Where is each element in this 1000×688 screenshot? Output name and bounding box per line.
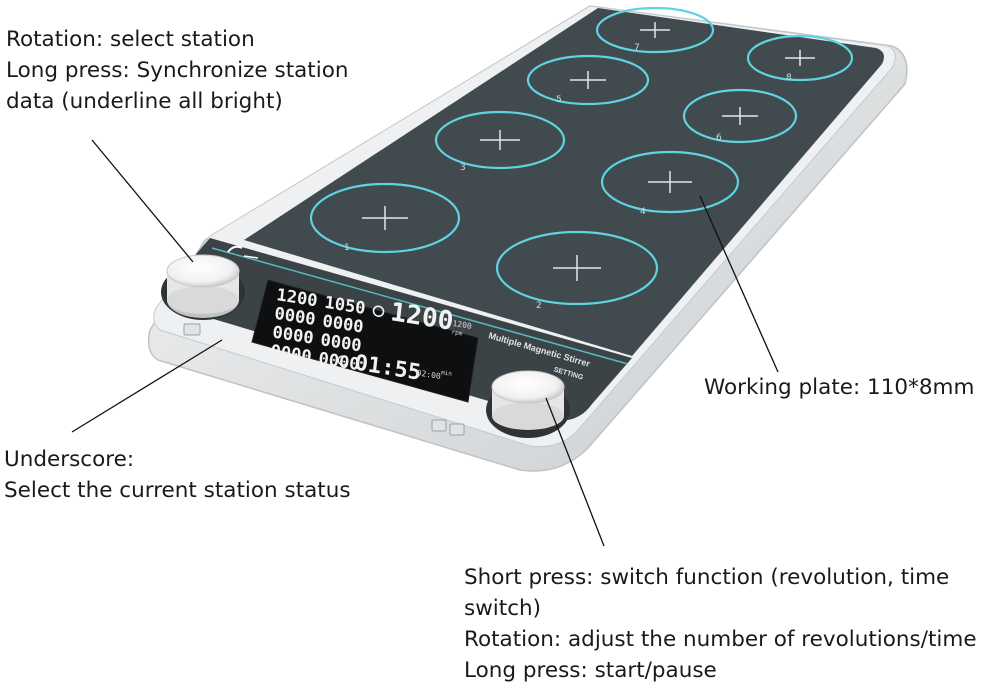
annotation-line: Select the current station status: [4, 478, 351, 503]
leader-line-short-press: [545, 397, 605, 547]
station-6: [682, 88, 798, 144]
brand-logo: [227, 245, 259, 259]
leader-lines: [71, 139, 779, 547]
station-7: [595, 6, 715, 54]
station-1: [309, 182, 461, 254]
annotation-line: Long press: Synchronize station: [6, 58, 349, 83]
station-5: [526, 54, 650, 106]
annotation-line: switch): [464, 596, 542, 621]
station-number-1: 1: [344, 243, 350, 253]
leader-line-working-plate: [699, 195, 779, 373]
lcd-speed-unit: rpm: [451, 329, 463, 338]
rotation-icon: [372, 305, 385, 318]
station-number-3: 3: [460, 163, 466, 173]
station-number-6: 6: [716, 133, 722, 143]
left-knob[interactable]: [161, 254, 245, 320]
station-number-8: 8: [786, 73, 792, 83]
annotation-line: Rotation: adjust the number of revolutio…: [464, 627, 977, 652]
panel-button-set[interactable]: [449, 423, 465, 436]
station-rings: [309, 6, 854, 306]
annotation-working-plate: Working plate: 110*8mm: [704, 372, 974, 403]
station-4: [600, 150, 740, 214]
station-number-4: 4: [640, 207, 646, 217]
annotation-line: Underscore:: [4, 447, 135, 472]
annotation-line: Working plate: 110*8mm: [704, 375, 975, 400]
panel-button-mode[interactable]: [431, 419, 447, 432]
station-number-7: 7: [634, 43, 640, 53]
lcd-speed-small: 1200: [452, 319, 472, 331]
station-numbers: 1 2 3 4 5 6 7 8: [344, 43, 792, 311]
annotation-underscore: Underscore: Select the current station s…: [4, 444, 351, 506]
station-3: [434, 110, 566, 170]
right-knob[interactable]: [486, 370, 570, 438]
annotation-rotation-select: Rotation: select station Long press: Syn…: [6, 24, 349, 117]
panel-button-left[interactable]: [183, 323, 201, 336]
annotation-line: data (underline all bright): [6, 89, 283, 114]
leader-line-rotation: [91, 139, 194, 263]
station-number-5: 5: [556, 95, 562, 105]
lcd-time-unit: min: [441, 369, 453, 378]
station-number-2: 2: [536, 301, 542, 311]
annotation-line: Rotation: select station: [6, 27, 255, 52]
annotation-short-press: Short press: switch function (revolution…: [464, 562, 977, 686]
lcd-time-small: 02:00: [416, 368, 441, 381]
lcd-display: 1200 1050 0000 0000 0000 0000 0000 0000 …: [251, 279, 479, 403]
panel-buttons: [183, 323, 465, 436]
leader-line-underscore: [71, 339, 223, 433]
annotation-line: Long press: start/pause: [464, 658, 717, 683]
annotation-line: Short press: switch function (revolution…: [464, 565, 950, 590]
station-8: [746, 34, 854, 82]
panel-accent-line: [211, 247, 629, 365]
station-2: [495, 230, 659, 306]
working-plate: [244, 8, 884, 356]
clock-icon: [337, 355, 348, 366]
